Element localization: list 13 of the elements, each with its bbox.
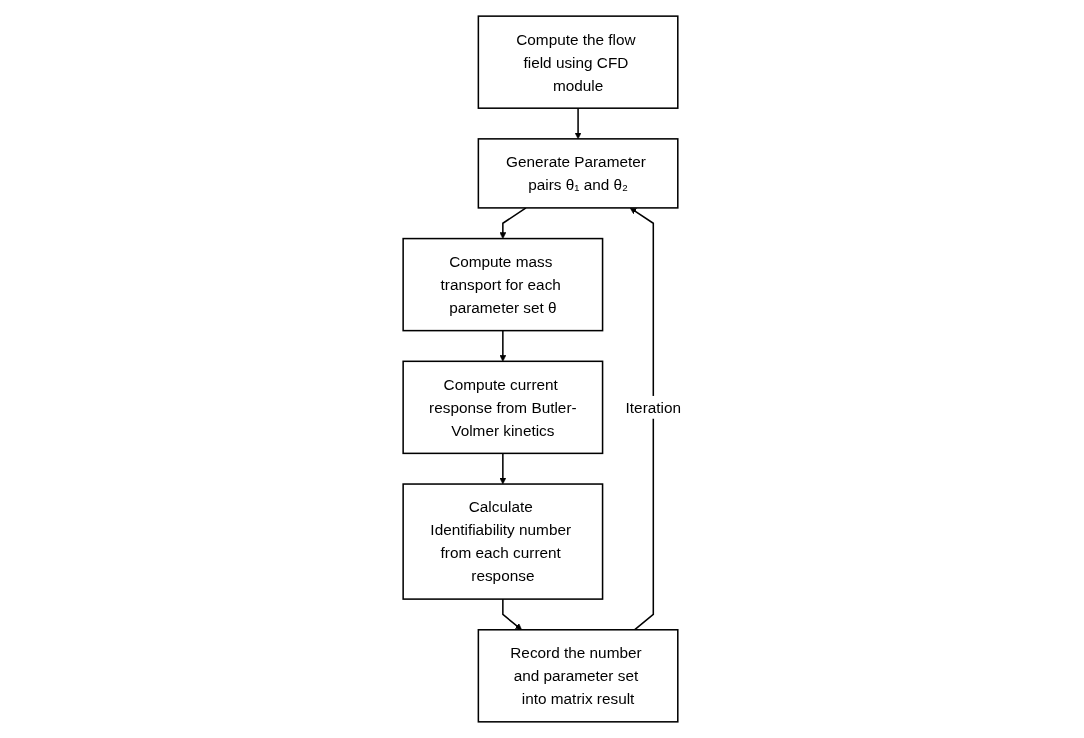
node-box: Compute mass transport for each parameter set θ <box>402 237 604 332</box>
node-box: Compute the flow field using CFD module <box>477 15 679 109</box>
node-box: Record the number and parameter set into matrix result <box>477 629 679 723</box>
edge-label: Iteration <box>625 398 681 416</box>
arrow <box>574 107 582 140</box>
arrow <box>499 452 507 485</box>
arrow <box>629 207 654 631</box>
arrow <box>499 329 507 362</box>
arrow <box>499 207 527 239</box>
arrow <box>502 598 522 631</box>
node-box: Compute current response from Butler-Volmer kinetics <box>402 360 604 455</box>
node-box: Calculate Identifiability number from each current response <box>402 483 604 600</box>
node-box: Generate Parameter pairs θ₁ and θ₂ <box>477 138 679 209</box>
